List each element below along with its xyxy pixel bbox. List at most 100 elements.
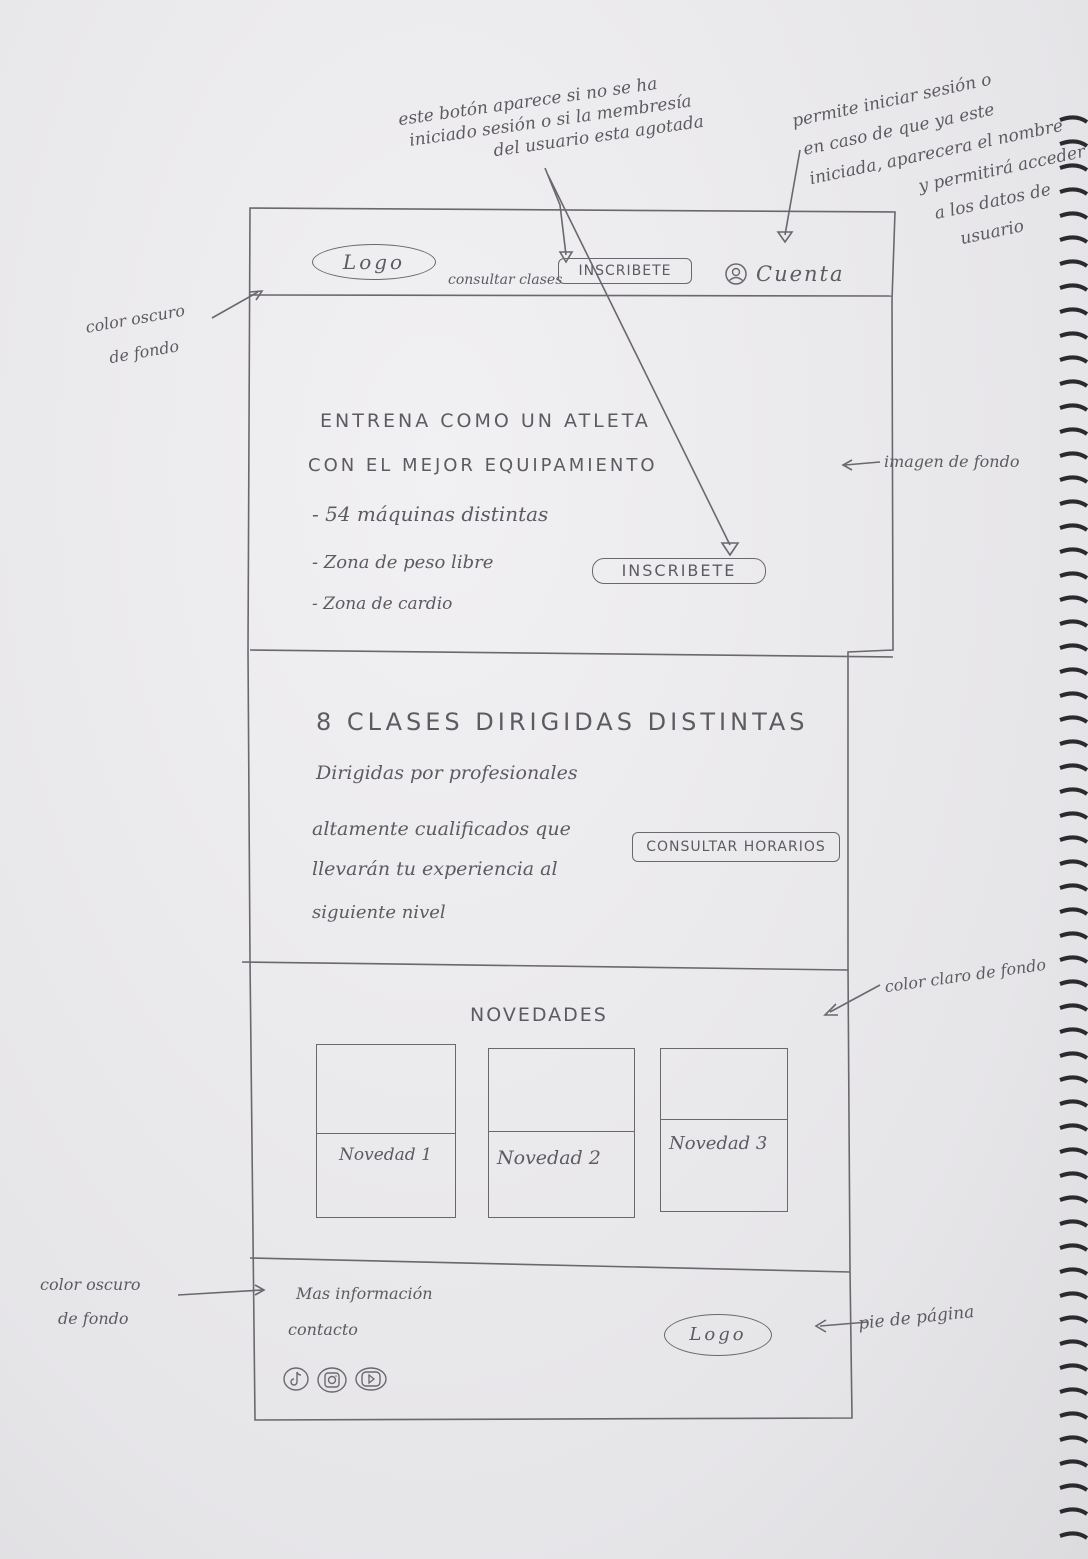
spiral-coil [1059,211,1088,220]
news-card-label: Novedad 1 [339,1145,432,1165]
spiral-coil [1059,379,1088,388]
light-bg-arrow [829,984,881,1013]
footer-info-link[interactable]: Mas información [296,1284,433,1303]
spiral-coil [1059,523,1088,532]
footer-dark-bg-note-line: de fondo [58,1309,129,1328]
spiral-coil [1059,979,1088,988]
spiral-coil [1059,643,1088,652]
spiral-coil [1059,763,1088,772]
spiral-coil [1059,1027,1088,1036]
spiral-coil [1059,451,1088,460]
account-button[interactable]: Cuenta [724,262,845,286]
spiral-coil [1059,1171,1088,1180]
spiral-coil [1059,859,1088,868]
spiral-coil [1059,1459,1088,1468]
dark-bg-arrow [211,291,259,319]
schedule-button[interactable]: CONSULTAR HORARIOS [632,832,840,862]
classes-desc-line: Dirigidas por profesionales [316,762,578,784]
spiral-coil [1059,955,1088,964]
spiral-coil [1059,1099,1088,1108]
social-links [282,1366,388,1394]
spiral-coil [1059,1051,1088,1060]
spiral-coil [1059,1363,1088,1372]
spiral-coil [1059,1003,1088,1012]
spiral-coil [1059,139,1088,148]
news-card-divider [661,1119,787,1120]
classes-desc-line: altamente cualificados que [312,818,571,840]
page-frame [247,207,896,1421]
classes-link[interactable]: consultar clases [448,272,563,288]
spiral-coil [1059,1339,1088,1348]
news-card[interactable]: Novedad 3 [660,1048,788,1212]
news-card-label: Novedad 2 [497,1147,601,1169]
header-divider [249,294,893,297]
spiral-coil [1059,787,1088,796]
spiral-binding [1059,115,1088,1540]
spiral-coil [1059,1123,1088,1132]
spiral-coil [1059,1219,1088,1228]
spiral-coil [1059,307,1088,316]
footer-contact-link[interactable]: contacto [288,1320,358,1339]
account-note-arrow [784,149,801,236]
footer-note-arrow [819,1321,869,1327]
spiral-coil [1059,187,1088,196]
spiral-coil [1059,115,1088,124]
hero-line-1: ENTRENA COMO UN ATLETA [320,410,651,432]
spiral-coil [1059,883,1088,892]
spiral-coil [1059,1075,1088,1084]
spiral-coil [1059,427,1088,436]
spiral-coil [1059,1411,1088,1420]
news-card[interactable]: Novedad 2 [488,1048,635,1218]
news-card-label: Novedad 3 [669,1133,768,1154]
footer-dark-bg-note: color oscuro de fondo [40,1268,140,1336]
news-card-divider [489,1131,634,1132]
header-signup-button[interactable]: INSCRIBETE [558,258,692,284]
spiral-coil [1059,1507,1088,1516]
spiral-coil [1059,355,1088,364]
spiral-coil [1059,475,1088,484]
footer-dark-bg-note-line: color oscuro [40,1275,141,1294]
spiral-coil [1059,499,1088,508]
hero-bg-note: imagen de fondo [884,452,1020,471]
account-label: Cuenta [756,262,845,286]
spiral-coil [1059,1315,1088,1324]
hero-bullet: - Zona de cardio [312,594,453,614]
spiral-coil [1059,1147,1088,1156]
spiral-coil [1059,235,1088,244]
instagram-icon[interactable] [316,1366,348,1394]
spiral-coil [1059,715,1088,724]
hero-bullet: - 54 máquinas distintas [312,502,549,526]
footer-dark-bg-arrow [177,1289,263,1296]
news-card[interactable]: Novedad 1 [316,1044,456,1218]
spiral-coil [1059,1195,1088,1204]
hero-divider [249,649,894,658]
hero-signup-button[interactable]: INSCRIBETE [592,558,766,584]
spiral-coil [1059,331,1088,340]
spiral-coil [1059,931,1088,940]
spiral-coil [1059,907,1088,916]
hero-bg-arrow [844,461,881,466]
spiral-coil [1059,403,1088,412]
spiral-coil [1059,691,1088,700]
spiral-coil [1059,259,1088,268]
spiral-coil [1059,595,1088,604]
hero-signup-arrow [547,174,731,546]
header-logo[interactable]: Logo [312,244,436,280]
footer-logo[interactable]: Logo [664,1314,772,1356]
spiral-coil [1059,619,1088,628]
spiral-coil [1059,811,1088,820]
spiral-coil [1059,1387,1088,1396]
spiral-coil [1059,667,1088,676]
spiral-coil [1059,1267,1088,1276]
spiral-coil [1059,1483,1088,1492]
spiral-coil [1059,835,1088,844]
spiral-coil [1059,163,1088,172]
tiktok-icon[interactable] [282,1366,310,1392]
news-title: NOVEDADES [470,1004,608,1026]
signup-note-arrow [544,167,567,256]
news-divider [249,1257,851,1273]
spiral-coil [1059,739,1088,748]
youtube-icon[interactable] [354,1366,388,1392]
